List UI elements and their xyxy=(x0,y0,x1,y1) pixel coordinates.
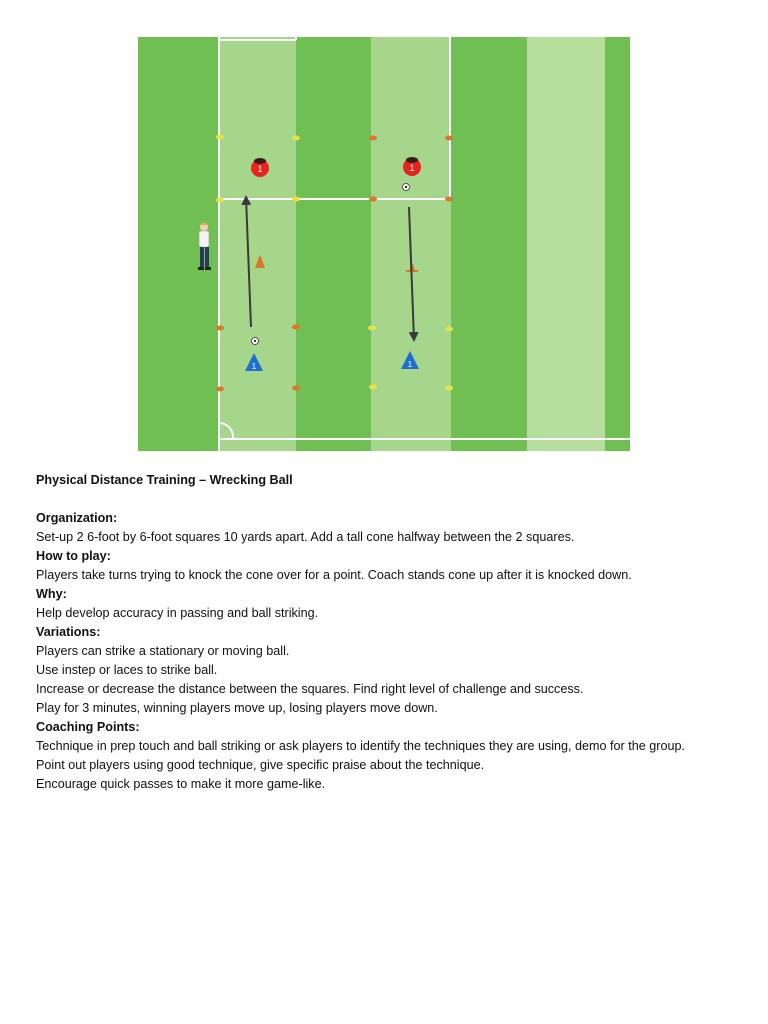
drill-description: Physical Distance Training – Wrecking Ba… xyxy=(36,471,736,794)
organization-text: Set-up 2 6-foot by 6-foot squares 10 yar… xyxy=(36,530,575,544)
flat-cone-icon xyxy=(216,386,224,392)
flat-cone-icon xyxy=(292,324,300,330)
grass-stripe xyxy=(605,37,630,451)
player-blue-icon: 1 xyxy=(401,351,419,369)
flat-cone-icon xyxy=(445,326,453,332)
flat-cone-icon xyxy=(216,325,224,331)
grass-stripe xyxy=(296,37,371,451)
flat-cone-icon xyxy=(216,134,224,140)
player-number: 1 xyxy=(409,163,414,173)
player-blue-icon: 1 xyxy=(245,353,263,371)
flat-cone-icon xyxy=(369,135,377,141)
flat-cone-icon xyxy=(445,135,453,141)
organization-heading: Organization: xyxy=(36,511,118,525)
flat-cone-icon xyxy=(369,196,377,202)
arrow-icon xyxy=(241,195,252,328)
flat-cone-icon xyxy=(216,197,224,203)
drill-diagram: 1 1 1 1 xyxy=(138,37,630,451)
coaching-points-heading: Coaching Points: xyxy=(36,720,140,734)
why-heading: Why: xyxy=(36,587,67,601)
grass-stripe xyxy=(527,37,605,451)
flat-cone-icon xyxy=(445,385,453,391)
flat-cone-icon xyxy=(292,196,300,202)
player-number: 1 xyxy=(252,362,257,371)
flat-cone-icon xyxy=(292,135,300,141)
player-number: 1 xyxy=(408,360,413,369)
variation-item: Players can strike a stationary or movin… xyxy=(36,644,290,658)
field-lines xyxy=(218,37,630,451)
ball-icon xyxy=(402,183,410,191)
flat-cone-icon xyxy=(369,384,377,390)
player-number: 1 xyxy=(257,164,262,174)
flat-cones xyxy=(216,134,453,392)
coaching-point-item: Encourage quick passes to make it more g… xyxy=(36,777,326,791)
player-red-icon: 1 xyxy=(251,158,269,177)
document-title: Physical Distance Training – Wrecking Ba… xyxy=(36,473,293,487)
ball-icon xyxy=(251,337,259,345)
variation-item: Use instep or laces to strike ball. xyxy=(36,663,218,677)
coaching-point-item: Technique in prep touch and ball strikin… xyxy=(36,739,685,753)
grass-stripe xyxy=(218,37,296,451)
flat-cone-icon xyxy=(292,385,300,391)
coach-icon xyxy=(198,222,211,270)
variation-item: Play for 3 minutes, winning players move… xyxy=(36,701,438,715)
variations-heading: Variations: xyxy=(36,625,101,639)
grass-stripe xyxy=(451,37,527,451)
how-to-play-text: Players take turns trying to knock the c… xyxy=(36,568,632,582)
flat-cone-icon xyxy=(368,325,376,331)
arrow-icon xyxy=(408,206,419,342)
variation-item: Increase or decrease the distance betwee… xyxy=(36,682,584,696)
player-red-icon: 1 xyxy=(403,157,421,176)
why-text: Help develop accuracy in passing and bal… xyxy=(36,606,319,620)
coaching-point-item: Point out players using good technique, … xyxy=(36,758,485,772)
tall-cone-icon xyxy=(255,255,265,268)
flat-cone-icon xyxy=(445,196,453,202)
how-to-play-heading: How to play: xyxy=(36,549,111,563)
